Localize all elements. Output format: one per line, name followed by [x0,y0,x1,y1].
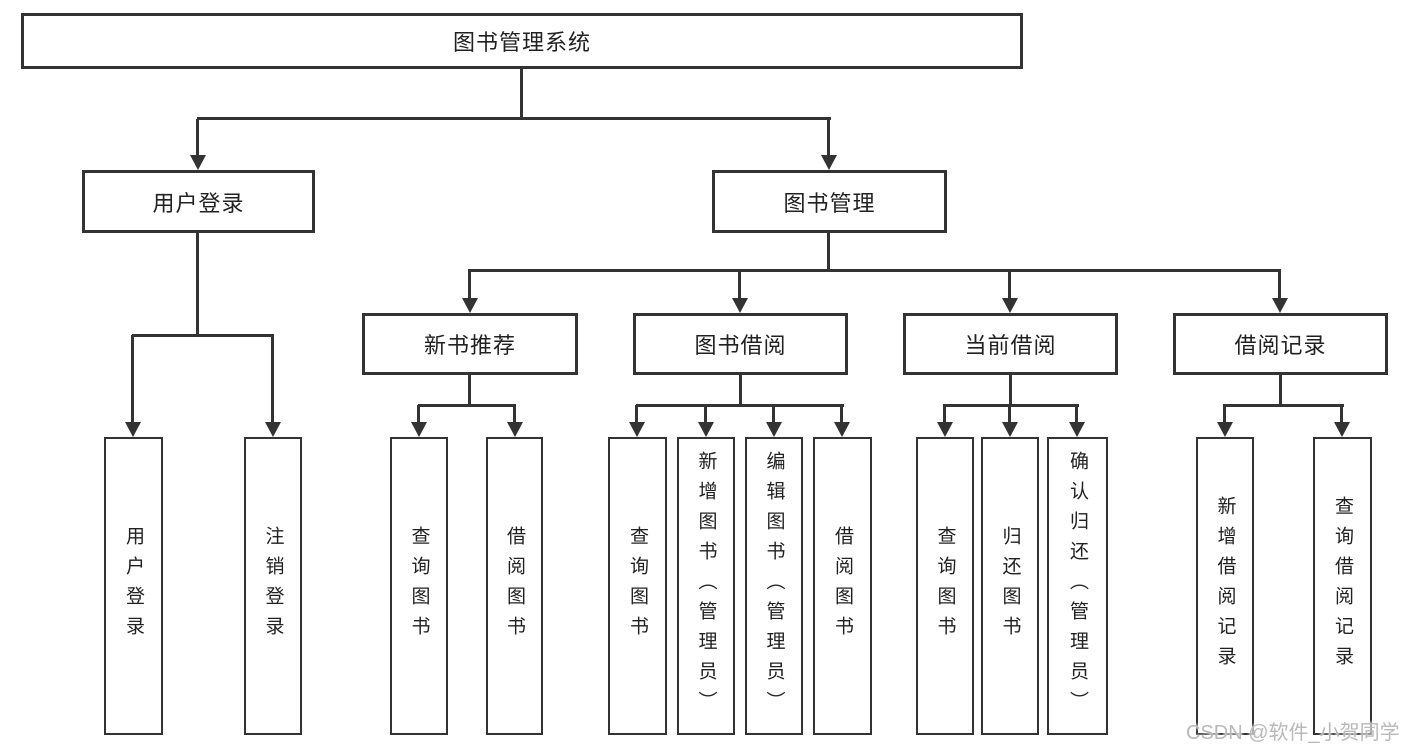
arrow-shaft [131,335,134,425]
connector-line [468,375,471,407]
arrow-down-icon [1069,422,1085,437]
arrow-down-icon [265,422,281,437]
connector-line [739,375,742,407]
arrow-down-icon [1002,422,1018,437]
arrow-down-icon [1272,298,1288,313]
node-current-borrowing: 当前借阅 [903,313,1118,375]
arrow-shaft [1223,405,1226,424]
leaf-borrow-books-newbook: 借阅图书 [486,437,543,735]
arrow-down-icon [1217,422,1233,437]
arrow-down-icon [411,422,427,437]
arrow-shaft [1008,405,1011,424]
arrow-shaft [468,270,471,300]
arrow-shaft [513,405,516,424]
arrow-down-icon [937,422,953,437]
leaf-confirm-return-admin: 确认归还（管理员） [1047,437,1108,735]
leaf-user-login: 用户登录 [104,437,163,735]
node-user-login-group: 用户登录 [82,170,315,233]
leaf-query-books-borrowing: 查询图书 [608,437,667,735]
arrow-down-icon [821,155,837,170]
arrow-down-icon [1002,298,1018,313]
connector-line [132,334,274,337]
arrow-down-icon [1334,422,1350,437]
connector-line [636,404,844,407]
leaf-logout: 注销登录 [244,437,302,735]
arrow-down-icon [834,422,850,437]
arrow-shaft [196,119,199,158]
connector-line [827,233,830,272]
arrow-down-icon [698,422,714,437]
leaf-borrow-books-borrowing: 借阅图书 [813,437,872,735]
node-book-management-group: 图书管理 [712,170,947,233]
leaf-add-borrow-record: 新增借阅记录 [1196,437,1254,735]
connector-line [1223,404,1344,407]
csdn-watermark: CSDN @软件_小贺同学 [1186,722,1400,744]
arrow-shaft [635,405,638,424]
arrow-shaft [840,405,843,424]
arrow-shaft [738,270,741,300]
arrow-down-icon [507,422,523,437]
connector-line [468,269,1281,272]
connector-line [1009,375,1012,407]
leaf-query-books-newbook: 查询图书 [390,437,448,735]
arrow-shaft [772,405,775,424]
arrow-down-icon [732,298,748,313]
connector-line [196,233,199,337]
arrow-shaft [827,119,830,158]
leaf-query-books-current: 查询图书 [916,437,974,735]
arrow-down-icon [629,422,645,437]
arrow-shaft [704,405,707,424]
leaf-add-books-admin: 新增图书（管理员） [677,437,735,735]
arrow-shaft [271,335,274,425]
arrow-shaft [417,405,420,424]
node-new-book-recommend: 新书推荐 [362,313,578,375]
arrow-shaft [1075,405,1078,424]
arrow-shaft [1278,270,1281,300]
node-book-borrowing: 图书借阅 [633,313,848,375]
arrow-shaft [1340,405,1343,424]
arrow-down-icon [766,422,782,437]
connector-line [1279,375,1282,407]
leaf-return-books: 归还图书 [981,437,1039,735]
connector-line [418,404,516,407]
node-book-management-system: 图书管理系统 [21,13,1023,69]
node-borrowing-records: 借阅记录 [1173,313,1388,375]
leaf-edit-books-admin: 编辑图书（管理员） [745,437,803,735]
connector-line [943,404,1079,407]
arrow-down-icon [125,422,141,437]
leaf-query-borrow-record: 查询借阅记录 [1313,437,1372,735]
connector-line [197,117,831,120]
connector-line [520,69,523,119]
arrow-shaft [1008,270,1011,300]
arrow-down-icon [462,298,478,313]
arrow-down-icon [190,155,206,170]
arrow-shaft [943,405,946,424]
